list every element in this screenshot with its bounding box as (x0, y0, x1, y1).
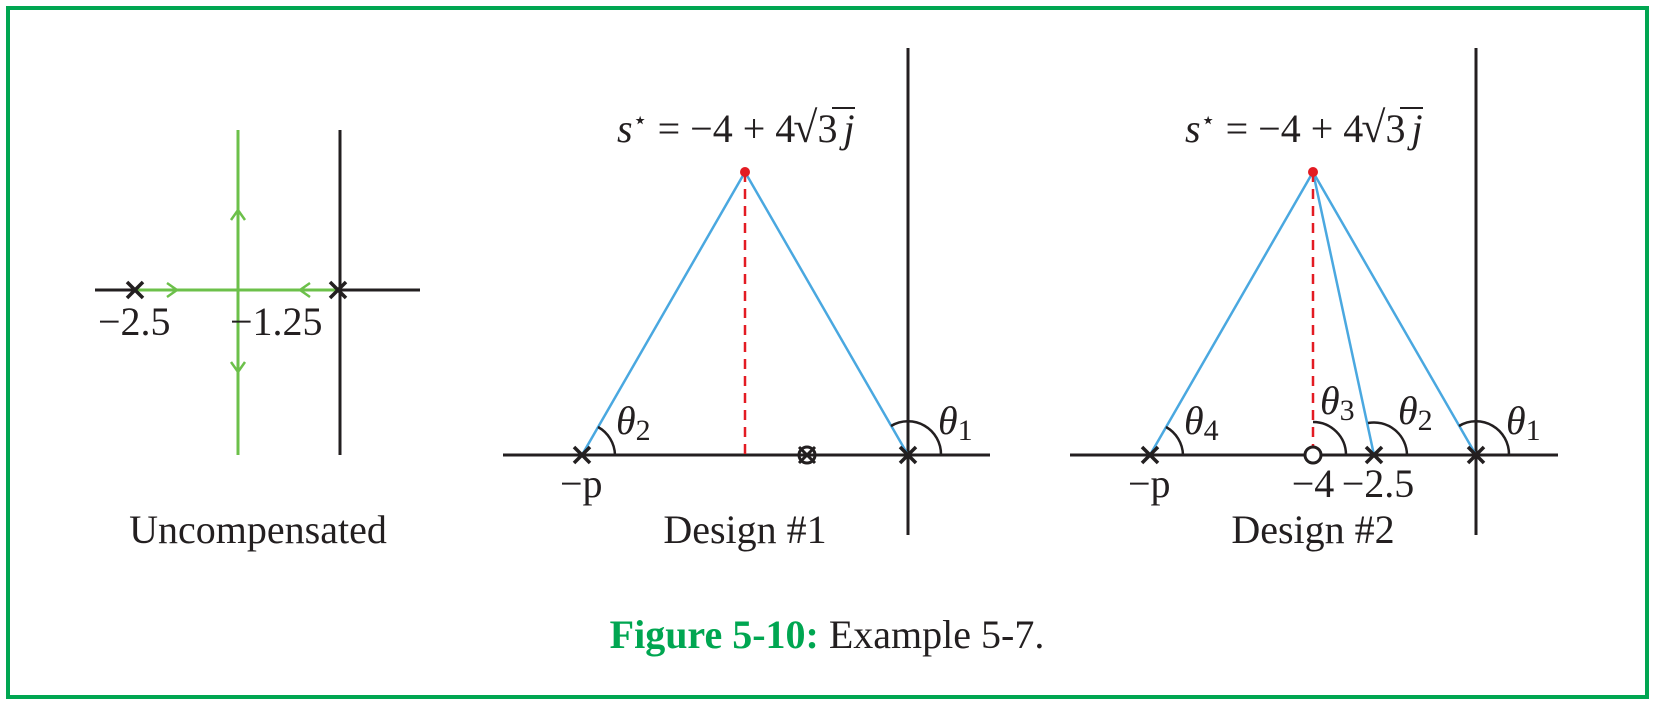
vector-line (1311, 171, 1478, 456)
vector-line (743, 171, 910, 456)
angle-arc (597, 425, 617, 456)
pole-x-icon (125, 280, 145, 300)
arrow-icon (166, 281, 180, 299)
pole-label-p: −p (560, 461, 603, 506)
arrow-icon (297, 281, 311, 299)
pole-zero-cancel-icon (797, 445, 817, 465)
panel-title: Design #1 (663, 507, 826, 552)
panel-title: Uncompensated (129, 507, 387, 552)
angle-label-theta2: θ2 (1398, 388, 1433, 437)
angle-arc (1367, 421, 1409, 456)
vector-line (1148, 171, 1315, 456)
pole-x-icon (1466, 445, 1486, 465)
angle-label-theta4: θ4 (1184, 398, 1219, 447)
pole-x-icon (572, 445, 592, 465)
panel-uncompensated: −2.5 −1.25 Uncompensated (95, 130, 420, 552)
pole-label: −2.5 (98, 299, 171, 344)
angle-label-theta2: θ2 (616, 398, 651, 447)
panel-title: Design #2 (1231, 507, 1394, 552)
pole-x-icon (898, 445, 918, 465)
tick-label: −2.5 (1342, 461, 1415, 506)
pole-label-p: −p (1128, 461, 1171, 506)
tick-label: −4 (1292, 461, 1335, 506)
zero-o-icon (1303, 445, 1323, 465)
pole-label: −1.25 (230, 299, 323, 344)
target-point (1308, 167, 1318, 177)
angle-label-theta1: θ1 (938, 398, 973, 447)
angle-arc (1165, 425, 1185, 456)
target-point (740, 167, 750, 177)
pole-x-icon (328, 280, 348, 300)
figure-frame (6, 6, 1649, 699)
vector-line (1311, 171, 1376, 456)
figure-caption: Figure 5-10: Example 5-7. (610, 612, 1045, 657)
arrow-icon (229, 361, 247, 375)
angle-arc (1312, 420, 1348, 456)
pole-x-icon (1364, 445, 1384, 465)
vector-line (580, 171, 747, 456)
angle-arc (1458, 420, 1511, 456)
pole-x-icon (1140, 445, 1160, 465)
angle-label-theta3: θ3 (1320, 378, 1355, 427)
angle-label-theta1: θ1 (1506, 398, 1541, 447)
arrow-icon (229, 207, 247, 221)
angle-arc (890, 420, 943, 456)
